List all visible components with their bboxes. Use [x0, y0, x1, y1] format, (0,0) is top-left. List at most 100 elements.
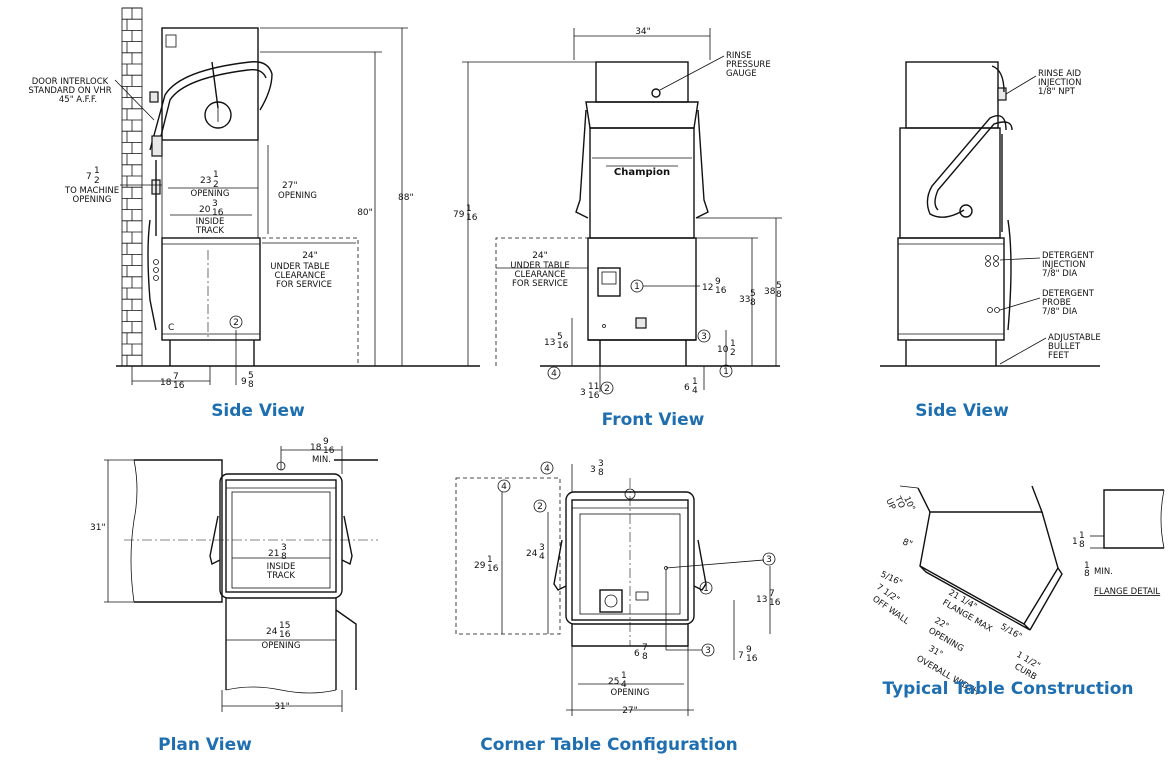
- callout-circle: [697, 329, 711, 343]
- opening-label: OPENING: [611, 688, 650, 698]
- callout-number: 2: [604, 384, 610, 394]
- dim-whole: 13: [756, 595, 767, 605]
- flange-detail-title: FLANGE DETAIL: [1094, 587, 1160, 597]
- dim-whole: 23: [200, 176, 211, 186]
- centerline-mark: C: [168, 323, 174, 333]
- rinse-gauge-icon: [651, 88, 661, 98]
- dim-den: 8: [1079, 540, 1085, 550]
- callout-circle: [699, 581, 713, 595]
- callout-number: 4: [544, 464, 550, 474]
- detergent-probe-label: 7/8" DIA: [1042, 307, 1077, 317]
- dim-den: 8: [642, 652, 648, 662]
- rinse-aid-label: RINSE AID: [1038, 69, 1082, 79]
- caption-side-view-left: Side View: [211, 401, 305, 421]
- hood-top: [595, 61, 689, 103]
- callout-number: 2: [537, 502, 543, 512]
- backsplash: [917, 485, 1044, 513]
- dim-den: 8: [598, 468, 604, 478]
- detergent-box: [635, 317, 647, 329]
- bullet-feet-label: BULLET: [1048, 342, 1081, 352]
- control-panel[interactable]: [597, 267, 621, 297]
- clearance-label: CLEARANCE: [275, 271, 326, 281]
- dim-value: 24": [532, 251, 548, 261]
- dim-whole: 38: [764, 287, 776, 297]
- dim-den: 16: [588, 391, 600, 401]
- dim-num: 1: [1084, 561, 1090, 571]
- rinse-gauge-label: RINSE: [726, 51, 752, 61]
- machine-outline: [219, 473, 343, 599]
- control-panel[interactable]: [599, 589, 623, 613]
- dim-den: 8: [776, 290, 782, 300]
- dim-whole: 20: [199, 205, 211, 215]
- caption-corner-table: Corner Table Configuration: [480, 735, 738, 755]
- to-machine-label: OPENING: [73, 195, 112, 205]
- callout-circle: [497, 479, 511, 493]
- detergent-probe-label: PROBE: [1042, 298, 1071, 308]
- detergent-injection-label: DETERGENT: [1042, 251, 1095, 261]
- brand-logo: Champion: [614, 167, 670, 178]
- dim-den: 16: [279, 630, 291, 640]
- dim-num: 7: [769, 589, 775, 599]
- hood-handle[interactable]: [926, 115, 1007, 218]
- hood-top: [905, 61, 999, 129]
- dim-den: 8: [248, 380, 254, 390]
- clearance-label: UNDER TABLE: [270, 262, 329, 272]
- dim-num: 1: [730, 339, 736, 349]
- hood-handle-left[interactable]: [575, 109, 589, 219]
- dim-whole: 13: [544, 338, 555, 348]
- door-interlock-label: STANDARD ON VHR: [28, 86, 111, 96]
- arm-pivot: [204, 101, 232, 129]
- dim-value: 27": [282, 181, 298, 191]
- dim-whole: 79: [453, 210, 465, 220]
- caption-side-view-right: Side View: [915, 401, 1009, 421]
- hood-handle[interactable]: [149, 61, 273, 151]
- detergent-injection-label: INJECTION: [1042, 260, 1085, 270]
- rinse-aid-port: [997, 87, 1007, 101]
- dim-whole: 6: [684, 383, 690, 393]
- caption-plan-view: Plan View: [158, 735, 252, 755]
- dim-num: 1: [621, 671, 627, 681]
- dim-value: 34": [635, 27, 651, 37]
- callout-circle: [719, 364, 733, 378]
- callout-number: 4: [551, 369, 557, 379]
- callout-number: 1: [703, 584, 709, 594]
- caption-front-view: Front View: [602, 410, 705, 430]
- dim-num: 5: [776, 281, 782, 291]
- callout-number: 3: [701, 332, 707, 342]
- callout-number: 4: [501, 482, 507, 492]
- dim-whole: 10: [717, 345, 729, 355]
- dim-value: 8": [901, 537, 914, 550]
- dim-den: 16: [487, 564, 499, 574]
- cabinet-lower: [897, 237, 1005, 341]
- clearance-label: UNDER TABLE: [510, 261, 569, 271]
- callout-circle: [600, 381, 614, 395]
- dim-num: 1: [1079, 531, 1085, 541]
- dim-value: 88": [398, 193, 414, 203]
- hood-handle-right[interactable]: [695, 109, 709, 219]
- dim-num: 9: [746, 645, 752, 655]
- clearance-label: CLEARANCE: [515, 270, 566, 280]
- dim-num: 1: [487, 555, 493, 565]
- dim-num: 3: [281, 543, 287, 553]
- callout-number: 2: [233, 318, 239, 328]
- clearance-label: FOR SERVICE: [276, 280, 332, 290]
- door-interlock-label: DOOR INTERLOCK: [32, 77, 109, 87]
- dim-whole: 18: [160, 378, 172, 388]
- flange-detail-drawing: [1103, 489, 1164, 549]
- dim-den: 16: [212, 208, 224, 218]
- dim-den: 16: [557, 341, 569, 351]
- callout-circle: [540, 461, 554, 475]
- dim-den: 16: [466, 213, 478, 223]
- dim-den: 2: [213, 180, 219, 190]
- dim-value: 31": [90, 523, 106, 533]
- dim-whole: 33: [739, 295, 750, 305]
- dim-value: 27": [622, 706, 638, 716]
- dim-whole: 6: [634, 649, 640, 659]
- track-label: TRACK: [266, 571, 295, 581]
- rinse-aid-label: INJECTION: [1038, 78, 1081, 88]
- dim-value: 24": [302, 251, 318, 261]
- dim-whole: 1: [1072, 537, 1078, 547]
- hood-body: [589, 127, 695, 239]
- opening-label: OPENING: [278, 191, 317, 201]
